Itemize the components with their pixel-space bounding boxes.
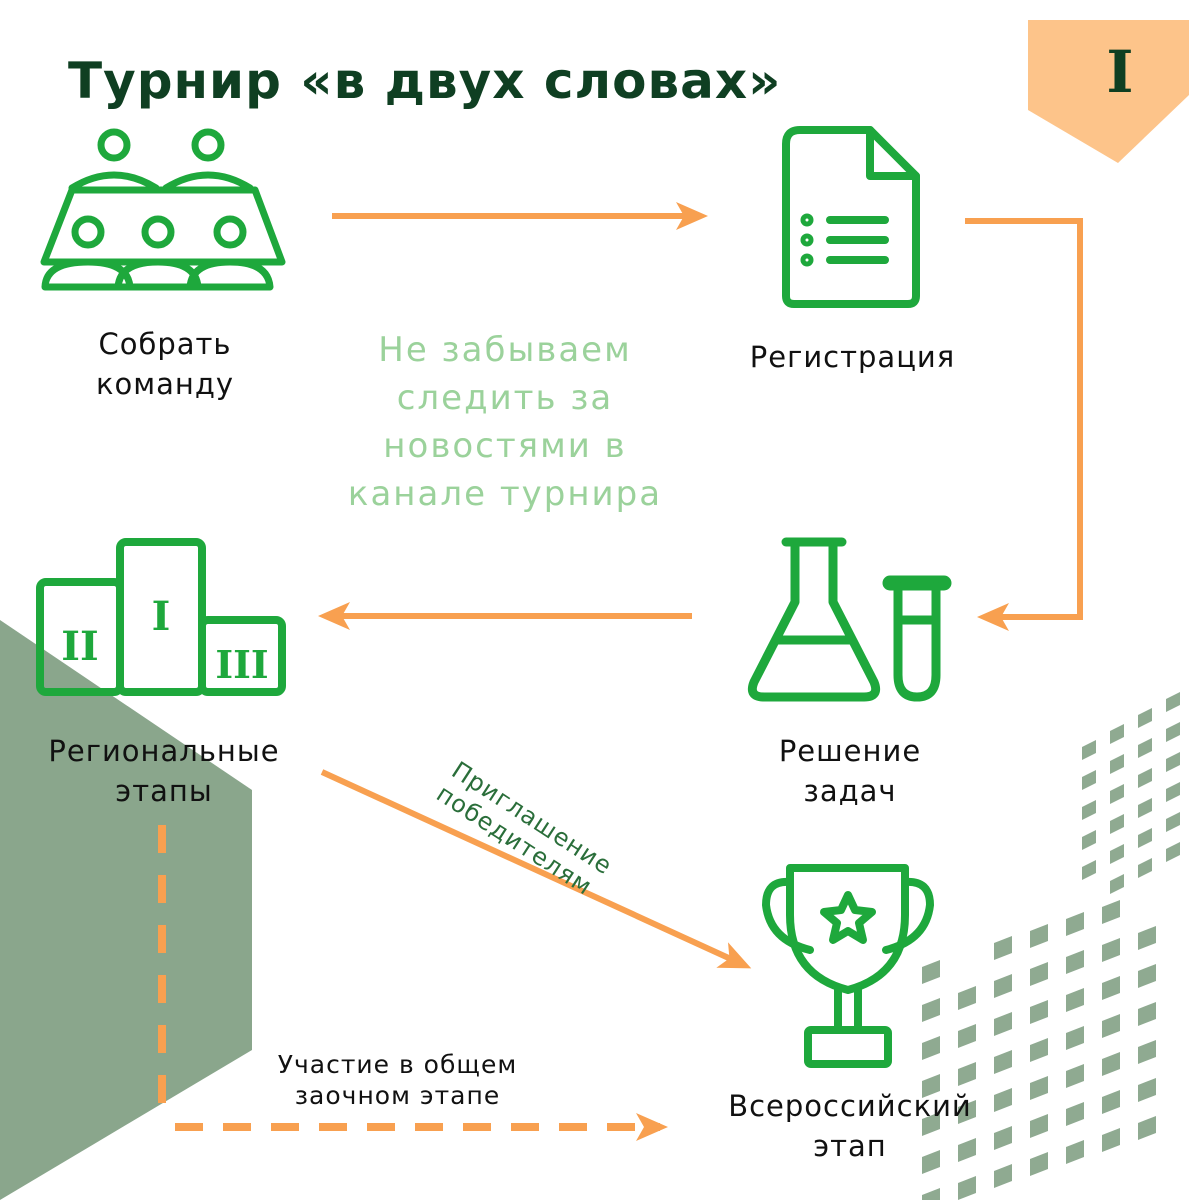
podium-label-1: I: [152, 593, 171, 640]
corner-badge-shape: [1028, 20, 1189, 163]
decor-dot: [922, 1112, 940, 1136]
decor-dot: [958, 1176, 976, 1200]
decor-dot-pattern: [922, 692, 1180, 1200]
decor-dot: [1166, 782, 1180, 802]
decor-dot: [994, 1126, 1012, 1150]
arrow-registration-to-tasks: [965, 218, 1083, 631]
decor-dot: [1030, 1000, 1048, 1024]
decor-dot: [1102, 1128, 1120, 1152]
step-final-label: Всероссийский этап: [728, 1089, 972, 1163]
decor-dot: [1138, 1002, 1156, 1026]
decor-dot: [922, 960, 940, 984]
decor-dot: [958, 1138, 976, 1162]
decor-dot: [1166, 842, 1180, 862]
decor-dot: [958, 1024, 976, 1048]
decor-dot: [958, 1100, 976, 1124]
decor-dot: [1030, 1152, 1048, 1176]
decor-dot: [1138, 964, 1156, 988]
decor-dot: [1082, 740, 1096, 760]
podium-label-3: III: [215, 642, 268, 687]
decor-dot: [1066, 1140, 1084, 1164]
decor-dot: [1102, 1014, 1120, 1038]
page-title: Турнир «в двух словах»: [68, 52, 782, 110]
decor-dot: [922, 1036, 940, 1060]
decor-dot: [1066, 912, 1084, 936]
podium-icon: [36, 538, 286, 696]
flask-icon: [747, 537, 952, 702]
decor-dot: [1166, 722, 1180, 742]
decor-dot: [1138, 738, 1152, 758]
decor-dot: [1030, 962, 1048, 986]
team-icon: [40, 128, 286, 291]
decor-dot: [1082, 770, 1096, 790]
decor-dot: [1110, 724, 1124, 744]
decor-dot: [922, 1150, 940, 1174]
decor-dot: [1110, 754, 1124, 774]
decor-dot: [1138, 768, 1152, 788]
decor-dot: [1138, 926, 1156, 950]
step-tasks-label: Решение задач: [778, 734, 922, 808]
podium-label-2: II: [61, 623, 98, 670]
decor-dot: [1030, 1076, 1048, 1100]
decor-dot: [1166, 812, 1180, 832]
correspondence-note: Участие в общем заочном этапе: [277, 1050, 518, 1110]
decor-dot: [1102, 900, 1120, 924]
decor-dot: [1082, 860, 1096, 880]
decor-dot: [1138, 828, 1152, 848]
decor-dot: [922, 1188, 940, 1200]
decor-dot: [1066, 988, 1084, 1012]
decor-dot: [922, 998, 940, 1022]
decor-dot: [1082, 830, 1096, 850]
decor-dot: [1082, 800, 1096, 820]
decor-dot: [922, 1074, 940, 1098]
decor-dot: [994, 1088, 1012, 1112]
decor-dot: [1066, 1064, 1084, 1088]
reminder-text: Не забываем следить за новостями в канал…: [347, 330, 663, 514]
decor-dot: [1166, 692, 1180, 712]
decor-dot: [1138, 1116, 1156, 1140]
decor-dot: [994, 1012, 1012, 1036]
decor-dot: [1166, 752, 1180, 772]
decor-green-band: [0, 620, 252, 1200]
decor-dot: [1102, 1090, 1120, 1114]
decor-dot: [1138, 798, 1152, 818]
decor-dot: [958, 1062, 976, 1086]
decor-dot: [1102, 938, 1120, 962]
decor-dot: [1066, 950, 1084, 974]
decor-dot: [994, 1164, 1012, 1188]
decor-dot: [1066, 1026, 1084, 1050]
decor-dot: [1138, 1040, 1156, 1064]
step-team-label: Собрать команду: [95, 327, 235, 401]
decor-dot: [1030, 1114, 1048, 1138]
decor-dot: [1110, 874, 1124, 894]
document-icon: [782, 126, 920, 308]
decor-dot: [1102, 976, 1120, 1000]
decor-dot: [994, 936, 1012, 960]
step-registration-label: Регистрация: [749, 340, 956, 374]
stage-badge: I: [1106, 38, 1134, 106]
decor-dot: [1110, 844, 1124, 864]
decor-dot: [994, 1050, 1012, 1074]
decor-dot: [1138, 858, 1152, 878]
decor-dot: [1066, 1102, 1084, 1126]
decor-dot: [1102, 1052, 1120, 1076]
decor-dot: [1030, 1038, 1048, 1062]
decor-dot: [958, 986, 976, 1010]
decor-dot: [1138, 708, 1152, 728]
decor-dot: [1030, 924, 1048, 948]
decor-dot: [1138, 1078, 1156, 1102]
trophy-icon: [762, 864, 934, 1068]
decor-dot: [1110, 814, 1124, 834]
decor-dot: [994, 974, 1012, 998]
step-regional-label: Региональные этапы: [48, 734, 280, 808]
arrow-regional-to-final: [320, 769, 752, 969]
decor-dot: [1110, 784, 1124, 804]
